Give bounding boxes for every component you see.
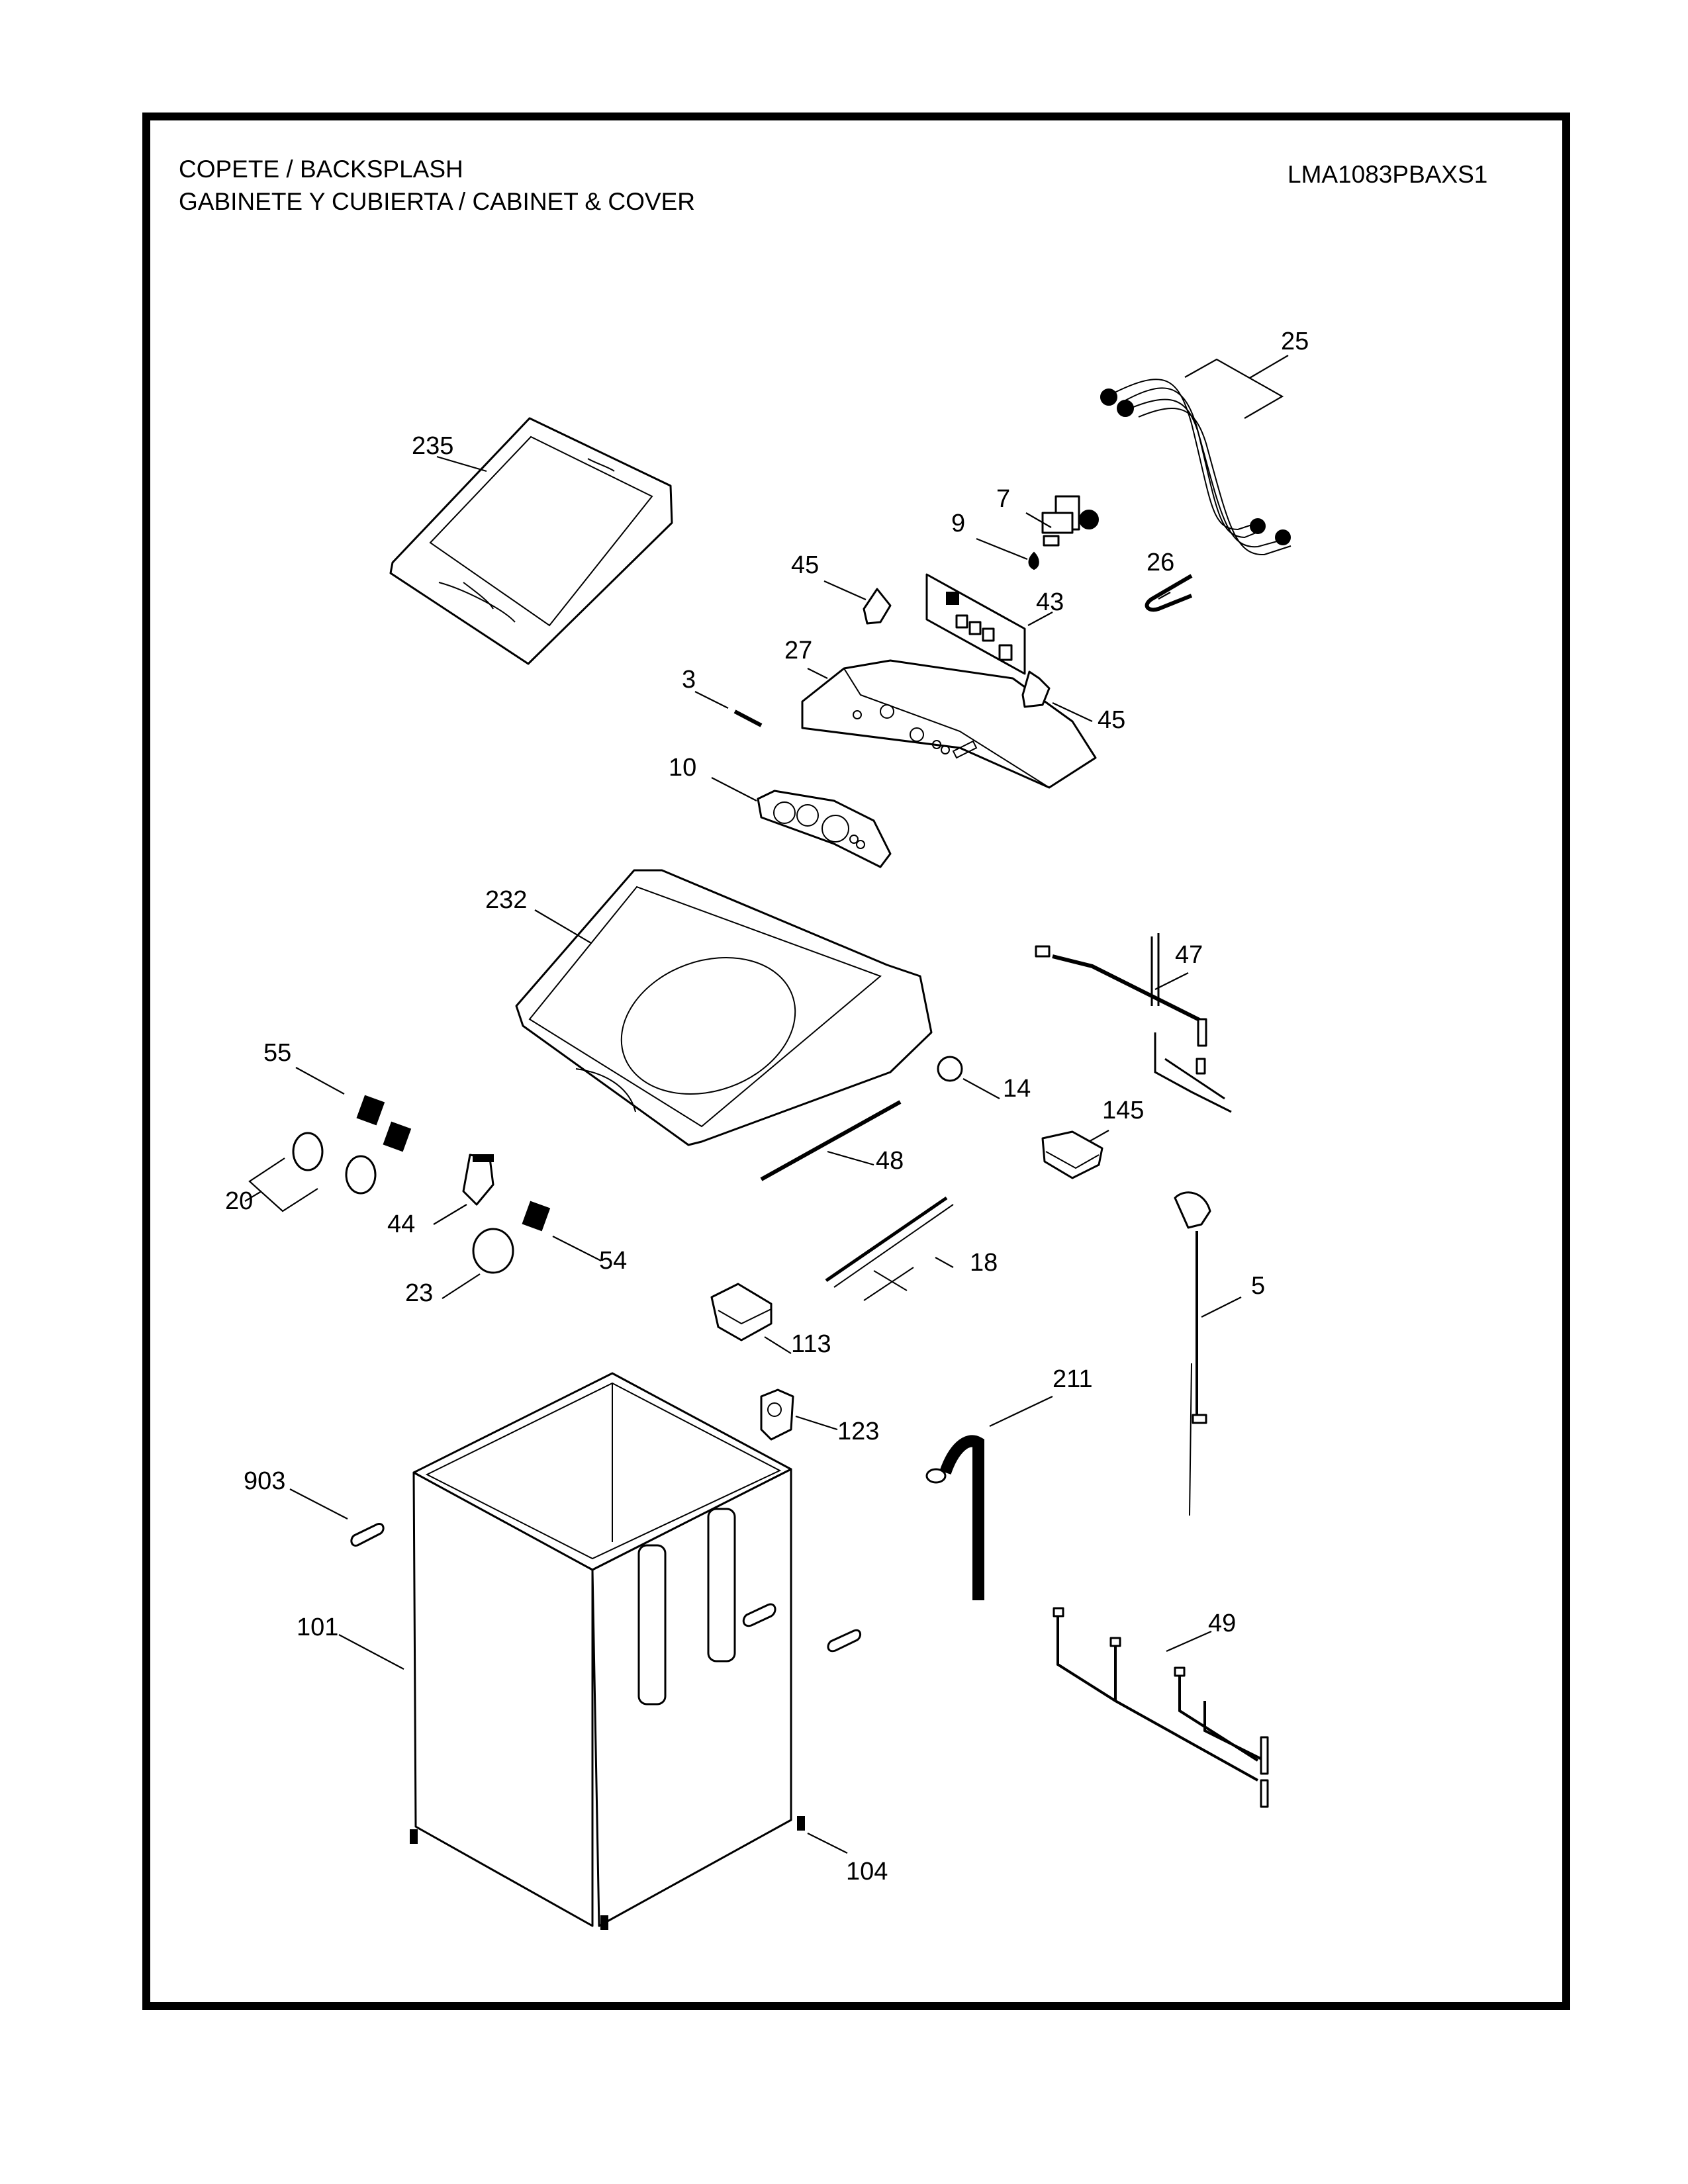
leader-26 — [1158, 592, 1171, 600]
callout-9[interactable]: 9 — [951, 510, 965, 537]
wire-harness-lower-part[interactable] — [1053, 1607, 1269, 1808]
leader-20 — [244, 1158, 318, 1212]
control-bracket-right-part[interactable] — [1021, 670, 1051, 708]
leader-48 — [827, 1150, 874, 1166]
callout-45a[interactable]: 45 — [791, 551, 819, 579]
callout-211[interactable]: 211 — [1053, 1365, 1093, 1393]
inlet-hoses-part[interactable] — [1100, 379, 1291, 556]
callout-7[interactable]: 7 — [996, 485, 1010, 513]
leader-45a — [823, 580, 867, 601]
leveling-legs-part[interactable] — [410, 1816, 805, 1930]
selector-switches-part[interactable] — [356, 1095, 412, 1152]
leader-101 — [338, 1634, 404, 1670]
leader-211 — [989, 1396, 1053, 1427]
leader-5 — [1201, 1297, 1242, 1318]
leader-14 — [962, 1078, 1000, 1099]
drain-hose-part[interactable] — [925, 1435, 984, 1600]
console-backsplash-part[interactable] — [801, 659, 1097, 789]
callout-43[interactable]: 43 — [1036, 588, 1064, 616]
leader-49 — [1166, 1630, 1212, 1653]
diagram-border — [142, 113, 1570, 2010]
top-cover-part[interactable] — [515, 869, 933, 1146]
control-board-part[interactable] — [925, 573, 1026, 675]
callout-113[interactable]: 113 — [791, 1330, 831, 1358]
timer-switch-part[interactable] — [522, 1201, 551, 1232]
callout-54[interactable]: 54 — [599, 1247, 627, 1275]
valve-clip-part[interactable] — [1028, 551, 1039, 570]
callout-44[interactable]: 44 — [387, 1210, 415, 1238]
leader-145 — [1088, 1130, 1109, 1142]
callout-5[interactable]: 5 — [1251, 1272, 1265, 1300]
hose-bracket-part[interactable] — [760, 1388, 794, 1441]
callout-101[interactable]: 101 — [297, 1614, 338, 1641]
control-panel-overlay-part[interactable] — [757, 790, 892, 868]
callout-104[interactable]: 104 — [846, 1858, 888, 1886]
leader-7 — [1025, 512, 1052, 528]
leader-45b — [1052, 702, 1093, 722]
leader-54 — [552, 1236, 602, 1261]
leader-903 — [289, 1488, 348, 1520]
callout-18[interactable]: 18 — [970, 1249, 998, 1277]
handle-insert-part[interactable] — [350, 1523, 385, 1547]
terminal-block-part[interactable] — [710, 1283, 773, 1342]
leader-104 — [807, 1833, 848, 1854]
selector-knobs-part[interactable] — [292, 1132, 377, 1195]
callout-3[interactable]: 3 — [682, 666, 696, 694]
fill-tube-part[interactable] — [1145, 574, 1193, 612]
timer-knob-part[interactable] — [472, 1228, 514, 1274]
callout-23[interactable]: 23 — [405, 1279, 433, 1307]
nameplate-part[interactable] — [733, 709, 763, 727]
pressure-hose-part[interactable] — [760, 1100, 902, 1181]
model-number: LMA1083PBAXS1 — [1288, 161, 1488, 188]
leader-235 — [436, 455, 487, 473]
leader-232 — [534, 909, 592, 944]
lid-lock-part[interactable] — [1041, 1130, 1103, 1179]
leader-47 — [1154, 972, 1189, 990]
leader-10 — [711, 777, 757, 801]
callout-145[interactable]: 145 — [1102, 1097, 1144, 1124]
callout-235[interactable]: 235 — [412, 432, 453, 460]
leader-43 — [1027, 612, 1053, 626]
callout-47[interactable]: 47 — [1175, 941, 1203, 969]
leader-44 — [433, 1204, 467, 1225]
leader-123 — [795, 1415, 838, 1431]
callout-20[interactable]: 20 — [225, 1187, 253, 1215]
callout-45b[interactable]: 45 — [1098, 706, 1125, 734]
callout-232[interactable]: 232 — [485, 886, 527, 914]
callout-55[interactable]: 55 — [263, 1039, 291, 1067]
callout-26[interactable]: 26 — [1147, 549, 1174, 576]
callout-123[interactable]: 123 — [837, 1418, 879, 1445]
wire-harness-top-part[interactable] — [825, 1196, 954, 1301]
cabinet-part[interactable] — [412, 1372, 862, 1927]
lid-part[interactable] — [389, 417, 673, 665]
push-button-part[interactable] — [462, 1154, 494, 1206]
callout-49[interactable]: 49 — [1208, 1610, 1236, 1637]
leader-3 — [694, 691, 729, 709]
pressure-switch-part[interactable] — [937, 1056, 963, 1082]
callout-10[interactable]: 10 — [669, 754, 696, 782]
diagram-title-cabinet: GABINETE Y CUBIERTA / CABINET & COVER — [179, 188, 695, 215]
leader-25 — [1184, 355, 1289, 419]
leader-9 — [976, 537, 1028, 561]
callout-14[interactable]: 14 — [1003, 1075, 1031, 1103]
callout-903[interactable]: 903 — [244, 1467, 285, 1495]
callout-27[interactable]: 27 — [784, 637, 812, 664]
leader-23 — [442, 1273, 481, 1299]
leader-113 — [764, 1336, 792, 1354]
diagram-title-backsplash: COPETE / BACKSPLASH — [179, 156, 463, 183]
power-cord-part[interactable] — [1174, 1191, 1211, 1516]
callout-25[interactable]: 25 — [1281, 328, 1309, 355]
water-valve-part[interactable] — [1041, 495, 1099, 547]
wire-harness-upper-part[interactable] — [1035, 933, 1232, 1113]
leader-18 — [935, 1257, 954, 1268]
control-bracket-left-part[interactable] — [863, 588, 892, 625]
leader-27 — [807, 668, 828, 679]
callout-48[interactable]: 48 — [876, 1147, 904, 1175]
leader-55 — [295, 1067, 345, 1095]
